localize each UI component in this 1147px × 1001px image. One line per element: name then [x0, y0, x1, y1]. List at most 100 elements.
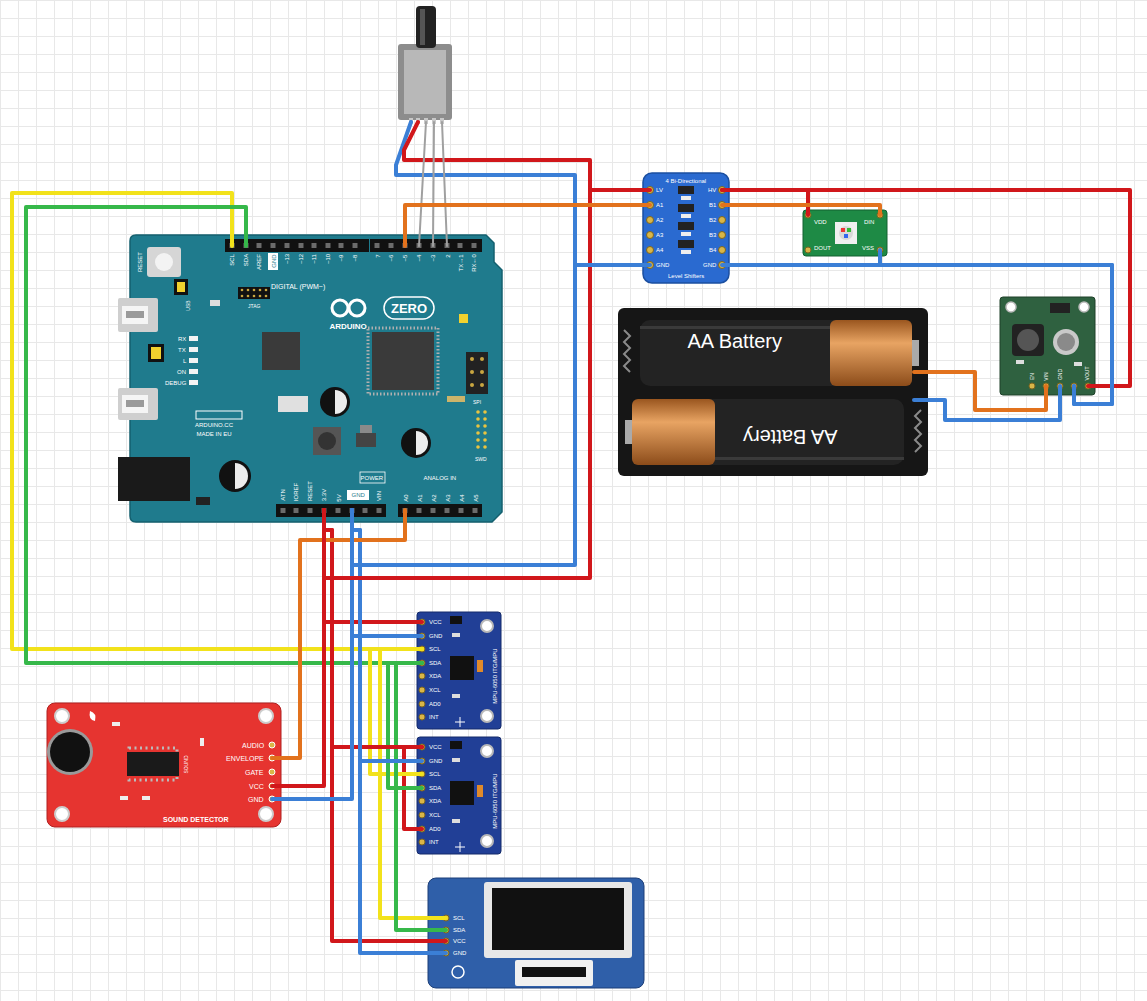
- sound-detector-art: [50, 732, 90, 772]
- pin-label: ~4: [416, 254, 422, 261]
- battery-holder-art: [632, 399, 904, 465]
- wire-stub: [722, 188, 729, 192]
- led-board-art: [839, 226, 853, 240]
- arduino-board-art: [285, 243, 290, 248]
- arduino-board-art: [177, 282, 185, 292]
- sound-detector-art: [269, 755, 275, 761]
- potentiometer: [440, 118, 444, 124]
- pin-label: VCC: [429, 744, 442, 750]
- level-shifter-art: [678, 240, 694, 248]
- regulator-art: [1053, 329, 1079, 355]
- arduino-board-art: [196, 497, 210, 505]
- arduino-board-art: [356, 433, 376, 447]
- pin-label: RX←0: [471, 254, 477, 272]
- oled-display-art: [522, 967, 586, 977]
- arduino-board-art: [294, 508, 299, 513]
- arduino-board-art: [476, 431, 480, 435]
- arduino-board-art: [347, 490, 369, 500]
- potentiometer: [416, 6, 436, 48]
- arduino-board-art: [476, 438, 480, 442]
- level-shifter-art: [719, 217, 726, 224]
- imu-board-art: [419, 798, 425, 804]
- arduino-board-art: [278, 396, 308, 412]
- imu-board-art: [481, 620, 493, 632]
- pin-label: L: [183, 358, 186, 364]
- arduino-board-art: [230, 243, 235, 248]
- pin-label: AREF: [256, 254, 262, 270]
- arduino-board-art: [313, 427, 341, 455]
- board-label: ARDUINO.CC: [195, 422, 233, 428]
- arduino-board-art: [336, 508, 341, 513]
- level-shifter-art: [678, 186, 694, 194]
- battery-holder-art: [624, 330, 630, 372]
- potentiometer: [432, 118, 436, 124]
- board-label: Level Shifters: [668, 273, 704, 279]
- potentiometer: [404, 50, 446, 114]
- arduino-board-art: [476, 445, 480, 449]
- wire: [352, 523, 417, 636]
- level-shifter-art: [647, 232, 654, 239]
- arduino-board-art: [247, 295, 250, 298]
- pin-label: LV: [656, 187, 663, 193]
- arduino-board-art: [403, 243, 408, 248]
- wire-stub: [1072, 386, 1076, 395]
- arduino-board-art: [459, 314, 468, 323]
- sound-detector-art: [55, 709, 273, 821]
- pin-label: USB: [186, 300, 191, 310]
- board-label: SOUND DETECTOR: [163, 816, 229, 823]
- arduino-board-art: [326, 243, 331, 248]
- level-shifter-art: [681, 196, 691, 200]
- imu-board: VCCGNDSCLSDAXDAXCLAD0INTMPU-6050 ITG/MPU: [417, 737, 501, 854]
- battery-holder-art: [912, 340, 919, 366]
- arduino-board-art: [219, 460, 251, 492]
- wire: [388, 663, 417, 788]
- wire-stub: [272, 797, 281, 801]
- arduino-board-art: [126, 400, 144, 407]
- arduino-board-art: [122, 395, 148, 413]
- level-shifter-art: [681, 196, 691, 254]
- arduino-board-art: [271, 243, 276, 248]
- pin-label: GND: [429, 633, 442, 639]
- wire-stub: [878, 250, 882, 256]
- arduino-board-art: [244, 243, 249, 248]
- arduino-board-art: [363, 508, 368, 513]
- wire-stub: [1044, 386, 1048, 395]
- pin-label: VSS: [862, 245, 874, 251]
- imu-board-art: [417, 737, 501, 854]
- imu-board-art: [450, 656, 474, 680]
- wire-stub: [322, 510, 326, 523]
- level-shifter-art: [681, 214, 691, 218]
- led-board-art: [841, 228, 845, 232]
- imu-board-art: [417, 737, 501, 854]
- pin-label: TX→1: [457, 254, 463, 271]
- wire-stub: [417, 759, 422, 763]
- arduino-board-art: [118, 298, 158, 332]
- arduino-board-art: [445, 508, 450, 513]
- pot-wire: [442, 122, 447, 246]
- pin-label: SWD: [475, 457, 487, 462]
- pin-label: GND: [1058, 369, 1063, 380]
- wire-stub: [350, 510, 354, 523]
- wire-stub: [417, 661, 422, 665]
- arduino-board-art: [349, 300, 365, 316]
- wire-stub: [244, 235, 248, 246]
- arduino-board-art: [403, 508, 408, 513]
- sound-detector-art: [142, 796, 150, 800]
- wire-stub: [417, 647, 422, 651]
- arduino-board-art: [230, 243, 477, 248]
- pin-label: GND: [429, 758, 442, 764]
- led-board-art: [844, 234, 848, 238]
- brand-logo: ZERO: [391, 302, 427, 315]
- regulator-art: [1029, 383, 1091, 389]
- wire: [324, 523, 428, 941]
- imu-board-art: [419, 619, 425, 720]
- pin-label: INT: [429, 714, 439, 720]
- sound-detector-art: [55, 709, 69, 723]
- wire-stub: [417, 786, 422, 790]
- arduino-board-art: [470, 357, 484, 387]
- imu-board-art: [419, 660, 425, 666]
- imu-board-art: [481, 745, 493, 757]
- wire: [281, 523, 324, 786]
- wire-stub: [350, 510, 354, 523]
